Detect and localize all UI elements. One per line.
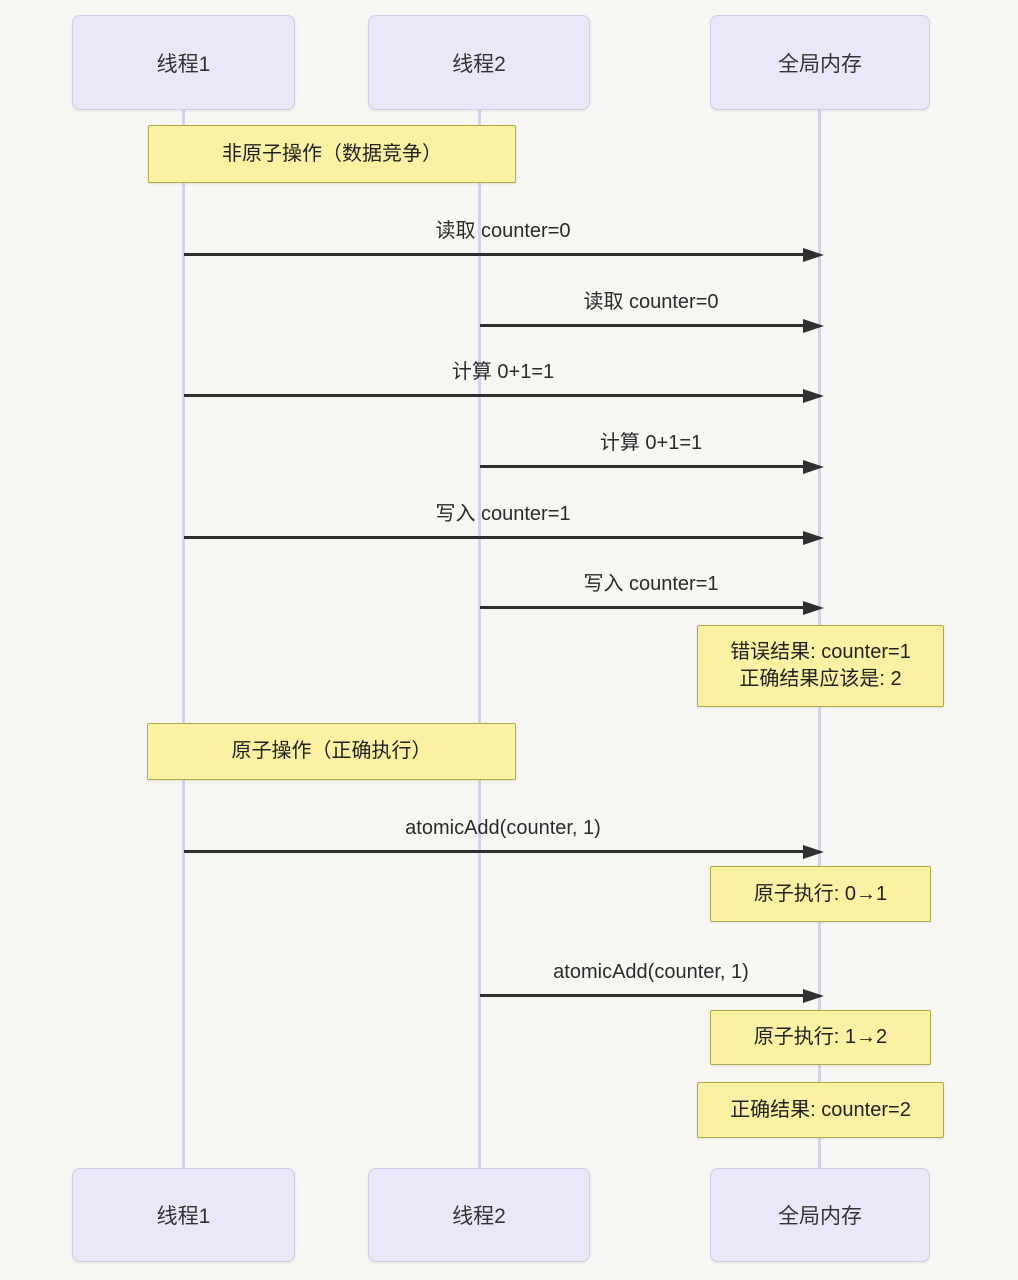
arrowhead-icon bbox=[803, 319, 824, 333]
arrow-line bbox=[480, 994, 806, 997]
note-atomic-section: 原子操作（正确执行） bbox=[147, 723, 516, 780]
note-text: 非原子操作（数据竞争） bbox=[222, 142, 442, 165]
participant-global-memory-top: 全局内存 bbox=[710, 15, 930, 110]
message-atomicadd-thread2: atomicAdd(counter, 1) bbox=[480, 950, 824, 1003]
lifeline-thread2 bbox=[478, 110, 481, 1168]
arrowhead-icon bbox=[803, 601, 824, 615]
arrow-line bbox=[184, 253, 806, 256]
participant-label: 线程1 bbox=[156, 52, 211, 76]
arrow-line bbox=[184, 394, 806, 397]
message-label: atomicAdd(counter, 1) bbox=[405, 817, 601, 839]
arrow-line bbox=[480, 465, 806, 468]
note-text: 原子操作（正确执行） bbox=[231, 740, 432, 762]
message-label: 计算 0+1=1 bbox=[599, 432, 703, 454]
arrow-line bbox=[480, 606, 806, 609]
arrowhead-icon bbox=[803, 531, 824, 545]
participant-label: 线程1 bbox=[156, 1205, 211, 1228]
message-label: atomicAdd(counter, 1) bbox=[553, 961, 749, 983]
message-read-counter-thread2: 读取 counter=0 bbox=[480, 280, 824, 333]
participant-label: 线程2 bbox=[452, 52, 506, 76]
note-wrong-result: 错误结果: counter=1 正确结果应该是: 2 bbox=[697, 625, 944, 707]
participant-label: 线程2 bbox=[452, 1205, 506, 1228]
note-text: 原子执行: 0→1 bbox=[753, 882, 888, 905]
message-atomicadd-thread1: atomicAdd(counter, 1) bbox=[184, 806, 824, 859]
message-compute-thread1: 计算 0+1=1 bbox=[184, 350, 824, 403]
arrowhead-icon bbox=[803, 460, 824, 474]
message-read-counter-thread1: 读取 counter=0 bbox=[184, 209, 824, 262]
participant-thread2-top: 线程2 bbox=[368, 15, 590, 110]
arrowhead-icon bbox=[803, 845, 824, 859]
message-label: 计算 0+1=1 bbox=[451, 361, 555, 383]
message-label: 读取 counter=0 bbox=[435, 220, 571, 242]
arrowhead-icon bbox=[803, 389, 824, 403]
arrowhead-icon bbox=[803, 248, 824, 262]
participant-thread1-top: 线程1 bbox=[72, 15, 295, 110]
note-non-atomic-section: 非原子操作（数据竞争） bbox=[148, 125, 516, 183]
note-text-line2: 正确结果应该是: 2 bbox=[739, 668, 902, 690]
participant-label: 全局内存 bbox=[778, 1205, 862, 1228]
note-correct-result: 正确结果: counter=2 bbox=[697, 1082, 944, 1138]
participant-thread2-bottom: 线程2 bbox=[368, 1168, 590, 1262]
note-text: 原子执行: 1→2 bbox=[753, 1026, 888, 1048]
arrow-line bbox=[184, 536, 806, 539]
message-label: 写入 counter=1 bbox=[435, 503, 571, 525]
message-label: 读取 counter=0 bbox=[583, 291, 719, 313]
message-write-counter-thread2: 写入 counter=1 bbox=[480, 562, 824, 615]
arrow-line bbox=[184, 850, 806, 853]
arrowhead-icon bbox=[803, 989, 824, 1003]
note-atomic-exec-0-1: 原子执行: 0→1 bbox=[710, 866, 931, 922]
message-label: 写入 counter=1 bbox=[583, 573, 719, 595]
arrow-line bbox=[480, 324, 806, 327]
participant-label: 全局内存 bbox=[778, 52, 862, 76]
note-atomic-exec-1-2: 原子执行: 1→2 bbox=[710, 1010, 931, 1065]
participant-thread1-bottom: 线程1 bbox=[72, 1168, 295, 1262]
message-write-counter-thread1: 写入 counter=1 bbox=[184, 492, 824, 545]
note-text-line1: 错误结果: counter=1 bbox=[730, 641, 911, 663]
lifeline-thread1 bbox=[182, 110, 185, 1168]
note-text: 正确结果: counter=2 bbox=[730, 1098, 911, 1121]
message-compute-thread2: 计算 0+1=1 bbox=[480, 421, 824, 474]
participant-global-memory-bottom: 全局内存 bbox=[710, 1168, 930, 1262]
